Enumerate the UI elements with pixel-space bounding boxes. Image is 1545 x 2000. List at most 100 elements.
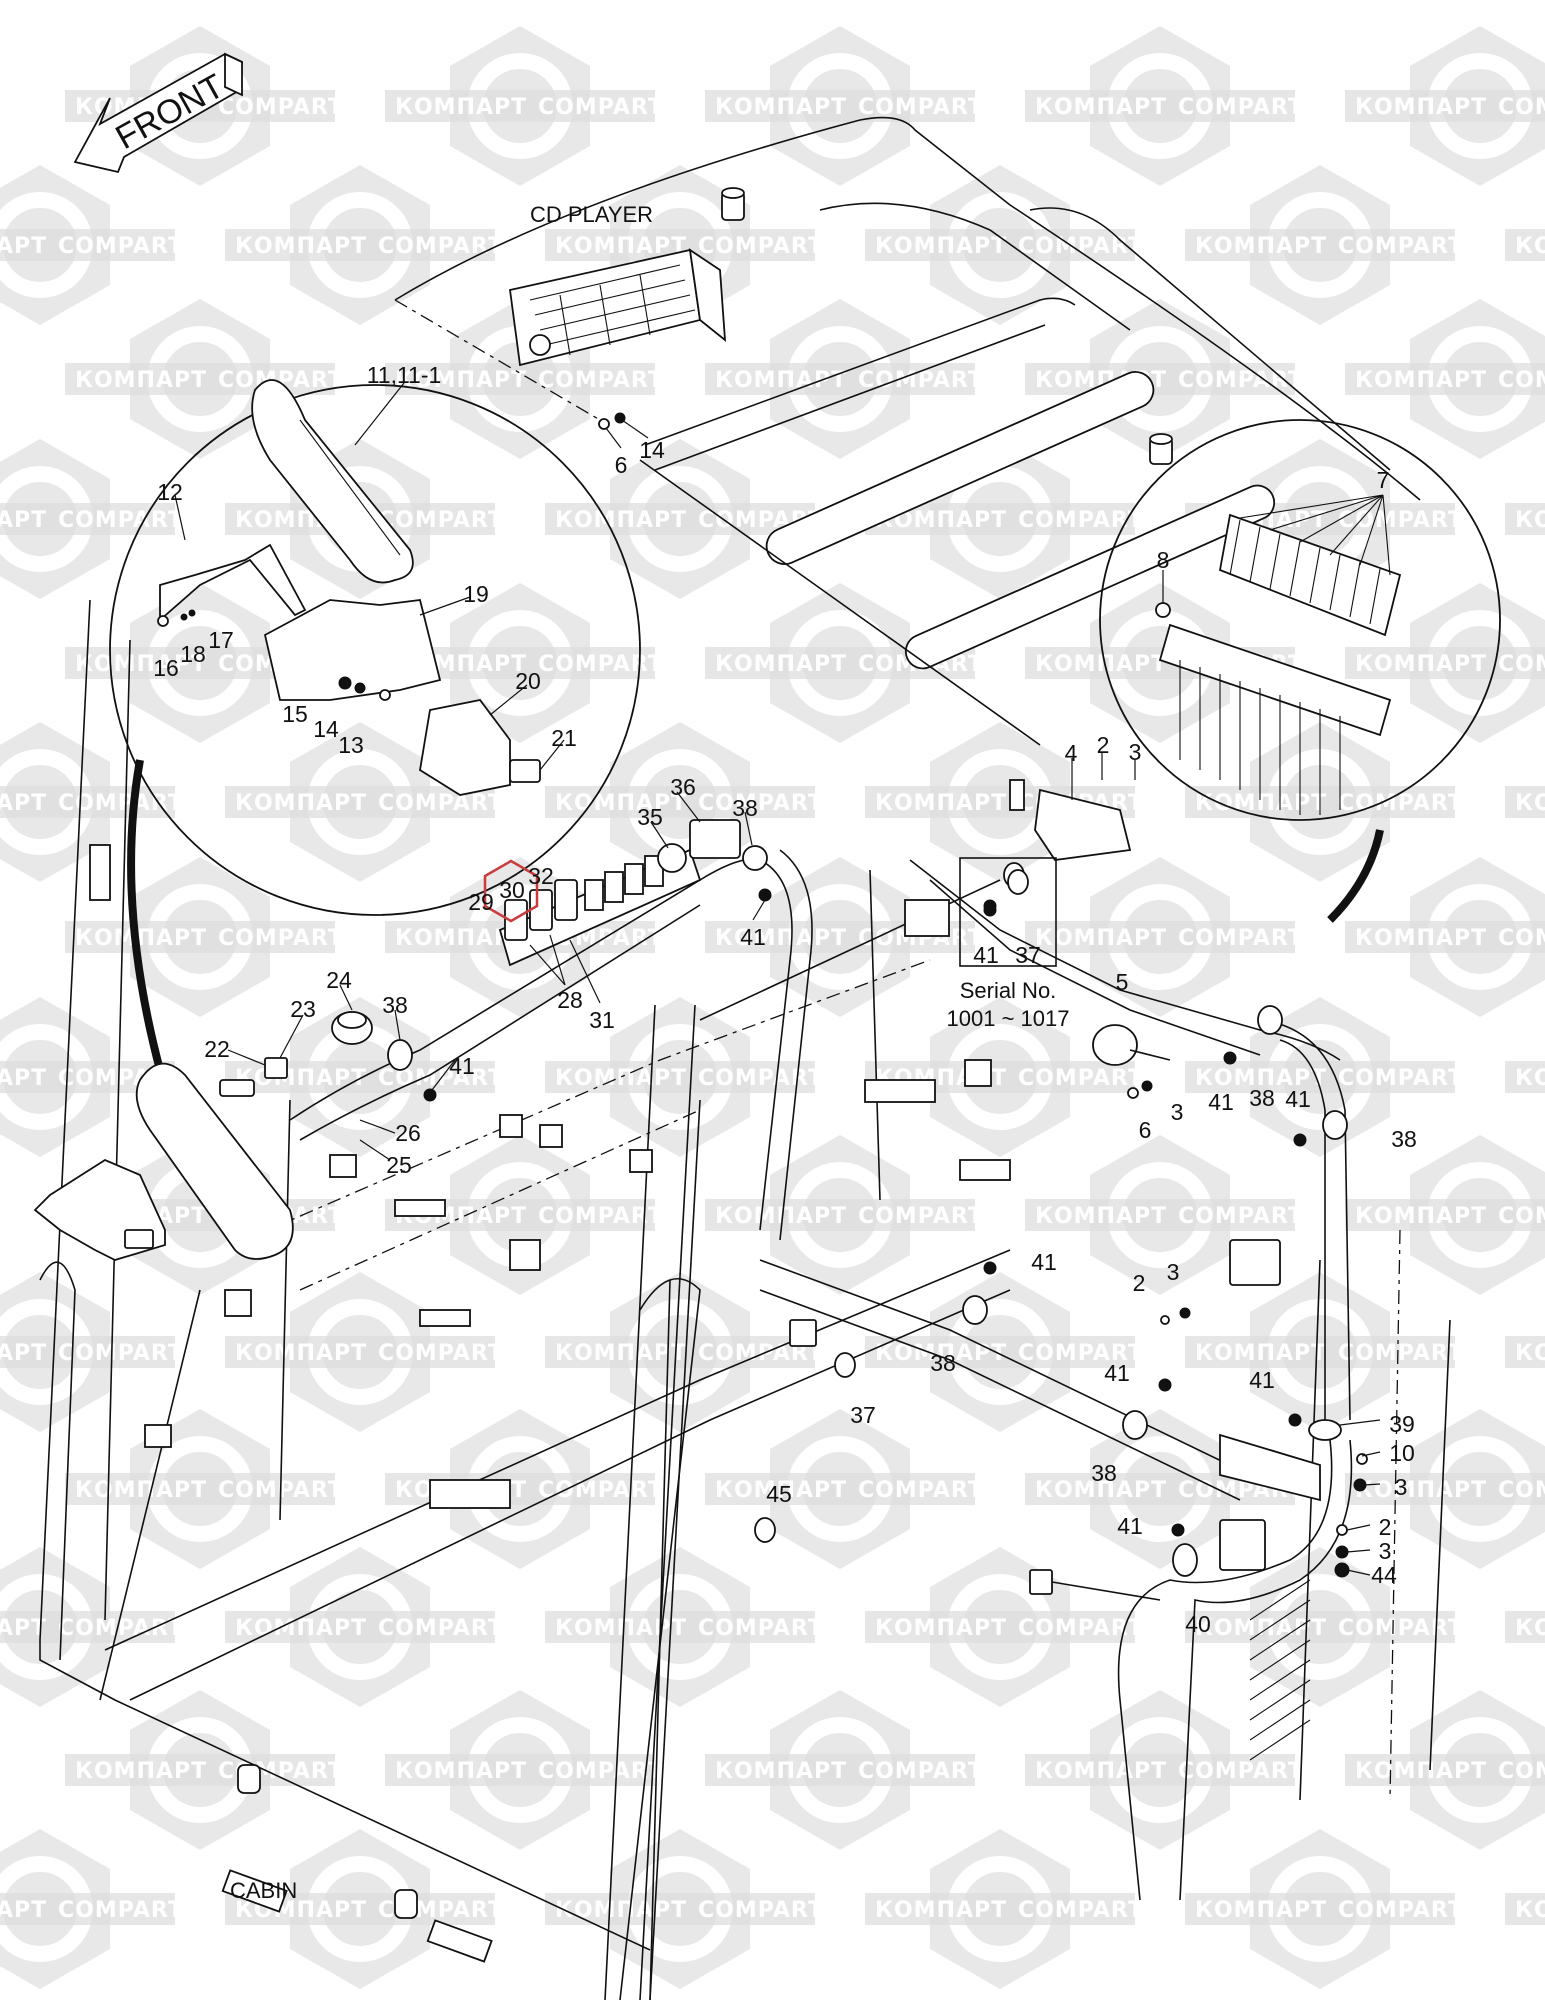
callout-label[interactable]: 8 — [1157, 547, 1170, 573]
callout-label[interactable]: 18 — [180, 641, 206, 667]
watermark-text: COMPART — [1338, 1616, 1464, 1641]
callout-label[interactable]: 16 — [153, 655, 179, 681]
callout-label[interactable]: 3 — [1167, 1259, 1180, 1285]
callout-label[interactable]: 41 — [1031, 1249, 1057, 1275]
watermark-text: COMPART — [58, 791, 184, 816]
callout-label[interactable]: 38 — [1249, 1085, 1275, 1111]
callout-label[interactable]: 41 — [1208, 1089, 1234, 1115]
watermark-text: COMPART — [1498, 1204, 1545, 1229]
callout-label[interactable]: 44 — [1371, 1562, 1397, 1588]
watermark-text: КОМПАРТ — [1195, 1898, 1327, 1923]
watermark-text: КОМПАРТ — [555, 508, 687, 533]
callout-label[interactable]: 24 — [326, 967, 352, 993]
callout-label[interactable]: 41 — [449, 1053, 475, 1079]
watermark-text: КОМПАРТ — [555, 1341, 687, 1366]
callout-label[interactable]: 26 — [395, 1120, 421, 1146]
watermark-text: КОМПАРТ — [395, 95, 527, 120]
watermark-text: КОМПАРТ — [1355, 926, 1487, 951]
callout-label[interactable]: 30 — [499, 877, 525, 903]
callout-label[interactable]: 29 — [468, 889, 494, 915]
callout-label[interactable]: 10 — [1389, 1440, 1415, 1466]
callout-label[interactable]: 2 — [1379, 1514, 1392, 1540]
watermark-text: COMPART — [1498, 652, 1545, 677]
callout-label[interactable]: 45 — [766, 1481, 792, 1507]
serial-note-line1: Serial No. — [960, 978, 1057, 1003]
callout-label[interactable]: 28 — [557, 987, 583, 1013]
callout-label[interactable]: 4 — [1065, 740, 1078, 766]
watermark-text: COMPART — [538, 368, 664, 393]
callout-label[interactable]: 3 — [1171, 1099, 1184, 1125]
callout-label[interactable]: 13 — [338, 732, 364, 758]
callout-label[interactable]: 37 — [850, 1402, 876, 1428]
callout-label[interactable]: 5 — [1116, 969, 1129, 995]
watermark-text: COMPART — [378, 1341, 504, 1366]
callout-label[interactable]: 37 — [1015, 942, 1041, 968]
callout-label[interactable]: 41 — [1104, 1360, 1130, 1386]
callout-label[interactable]: 38 — [1091, 1460, 1117, 1486]
callout-label[interactable]: 41 — [973, 942, 999, 968]
watermark-text: COMPART — [1498, 95, 1545, 120]
callout-label[interactable]: 23 — [290, 996, 316, 1022]
callout-label[interactable]: 41 — [1285, 1086, 1311, 1112]
watermark-text: КОМПАРТ — [1035, 926, 1167, 951]
callout-label[interactable]: 25 — [386, 1152, 412, 1178]
callout-label[interactable]: 3 — [1379, 1538, 1392, 1564]
callout-label[interactable]: 6 — [1139, 1117, 1152, 1143]
callout-label[interactable]: 3 — [1129, 739, 1142, 765]
callout-label[interactable]: 6 — [615, 452, 628, 478]
callout-label[interactable]: 3 — [1395, 1474, 1408, 1500]
watermark-text: КОМПАРТ — [235, 791, 367, 816]
callout-label[interactable]: 35 — [637, 804, 663, 830]
callout-label[interactable]: 41 — [740, 924, 766, 950]
callout-label[interactable]: 40 — [1185, 1611, 1211, 1637]
callout-label[interactable]: 38 — [930, 1350, 956, 1376]
callout-label[interactable]: 2 — [1133, 1270, 1146, 1296]
watermark-text: КОМПАРТ — [0, 1616, 47, 1641]
watermark-text: КОМПАРТ — [75, 652, 207, 677]
watermark-text: COMPART — [858, 1204, 984, 1229]
callout-label[interactable]: 41 — [1249, 1367, 1275, 1393]
watermark-text: COMPART — [1018, 1898, 1144, 1923]
callout-label[interactable]: 39 — [1389, 1411, 1415, 1437]
callout-label[interactable]: 7 — [1377, 467, 1390, 493]
callout-label[interactable]: 12 — [157, 479, 183, 505]
callout-label[interactable]: 41 — [1117, 1513, 1143, 1539]
callout-label[interactable]: 11,11-1 — [367, 362, 442, 388]
callout-label[interactable]: 32 — [528, 863, 554, 889]
watermark-text: КОМПАРТ — [555, 1898, 687, 1923]
callout-label[interactable]: 36 — [670, 774, 696, 800]
callout-label[interactable]: 38 — [382, 992, 408, 1018]
harness-clamps — [754, 862, 1348, 1577]
callout-label[interactable]: 2 — [1097, 732, 1110, 758]
callout-label[interactable]: 19 — [463, 581, 489, 607]
watermark-text: КОМПАРТ — [0, 791, 47, 816]
watermark-text: COMPART — [58, 508, 184, 533]
watermark-text: COMPART — [1338, 234, 1464, 259]
watermark-text: COMPART — [698, 791, 824, 816]
callout-label[interactable]: 31 — [589, 1007, 615, 1033]
callout-label[interactable]: 15 — [282, 701, 308, 727]
serial-variant-box — [959, 857, 1057, 967]
callout-label[interactable]: 14 — [639, 437, 665, 463]
callout-label[interactable]: 21 — [551, 725, 577, 751]
watermark-text: КОМПАРТ — [1515, 1066, 1545, 1091]
mounting-brackets — [89, 844, 1011, 1963]
watermark-text: КОМПАРТ — [1355, 95, 1487, 120]
watermark-text: КОМПАРТ — [75, 1478, 207, 1503]
watermark-text: COMPART — [698, 1066, 824, 1091]
callout-label[interactable]: 17 — [208, 627, 234, 653]
callout-label[interactable]: 14 — [313, 716, 339, 742]
callout-label[interactable]: 38 — [732, 795, 758, 821]
callout-label[interactable]: 38 — [1391, 1126, 1417, 1152]
callout-label[interactable]: 20 — [515, 668, 541, 694]
callout-label[interactable]: 22 — [204, 1036, 230, 1062]
